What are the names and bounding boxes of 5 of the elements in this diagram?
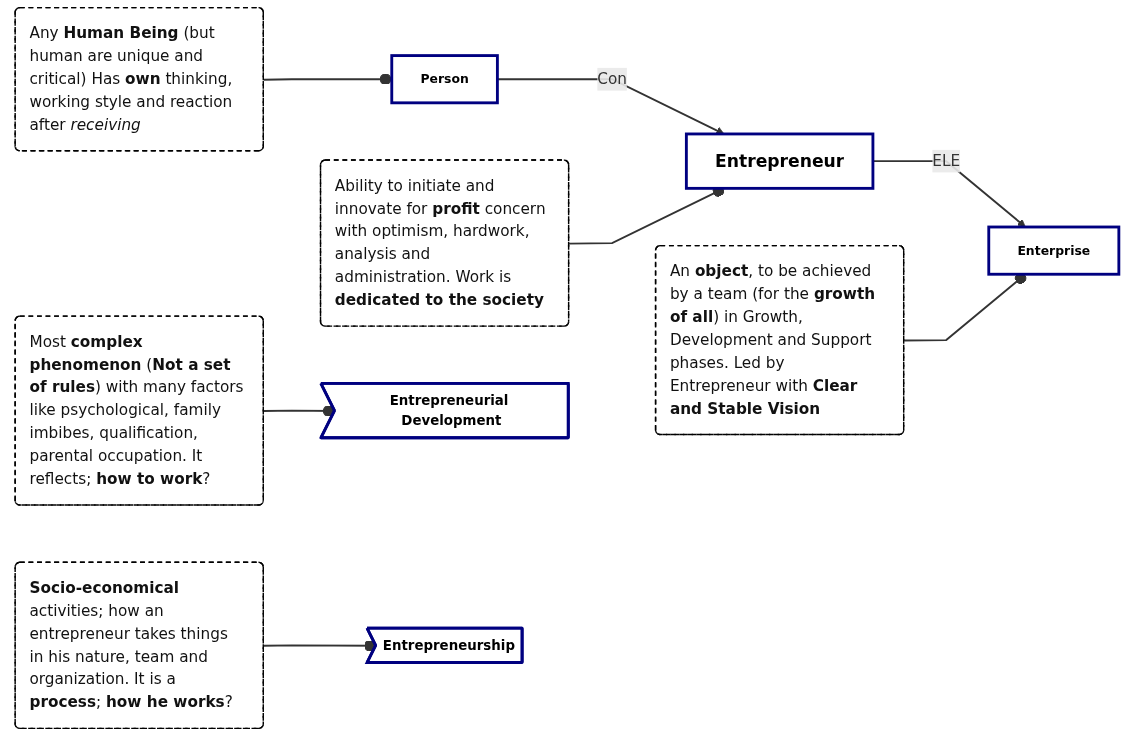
edge-label: Con bbox=[597, 69, 627, 88]
edge-label: ELE bbox=[932, 151, 961, 170]
node-box: Person bbox=[390, 54, 499, 105]
node-box: Enterprise bbox=[987, 225, 1121, 276]
node-box: Entrepreneur bbox=[684, 132, 875, 190]
